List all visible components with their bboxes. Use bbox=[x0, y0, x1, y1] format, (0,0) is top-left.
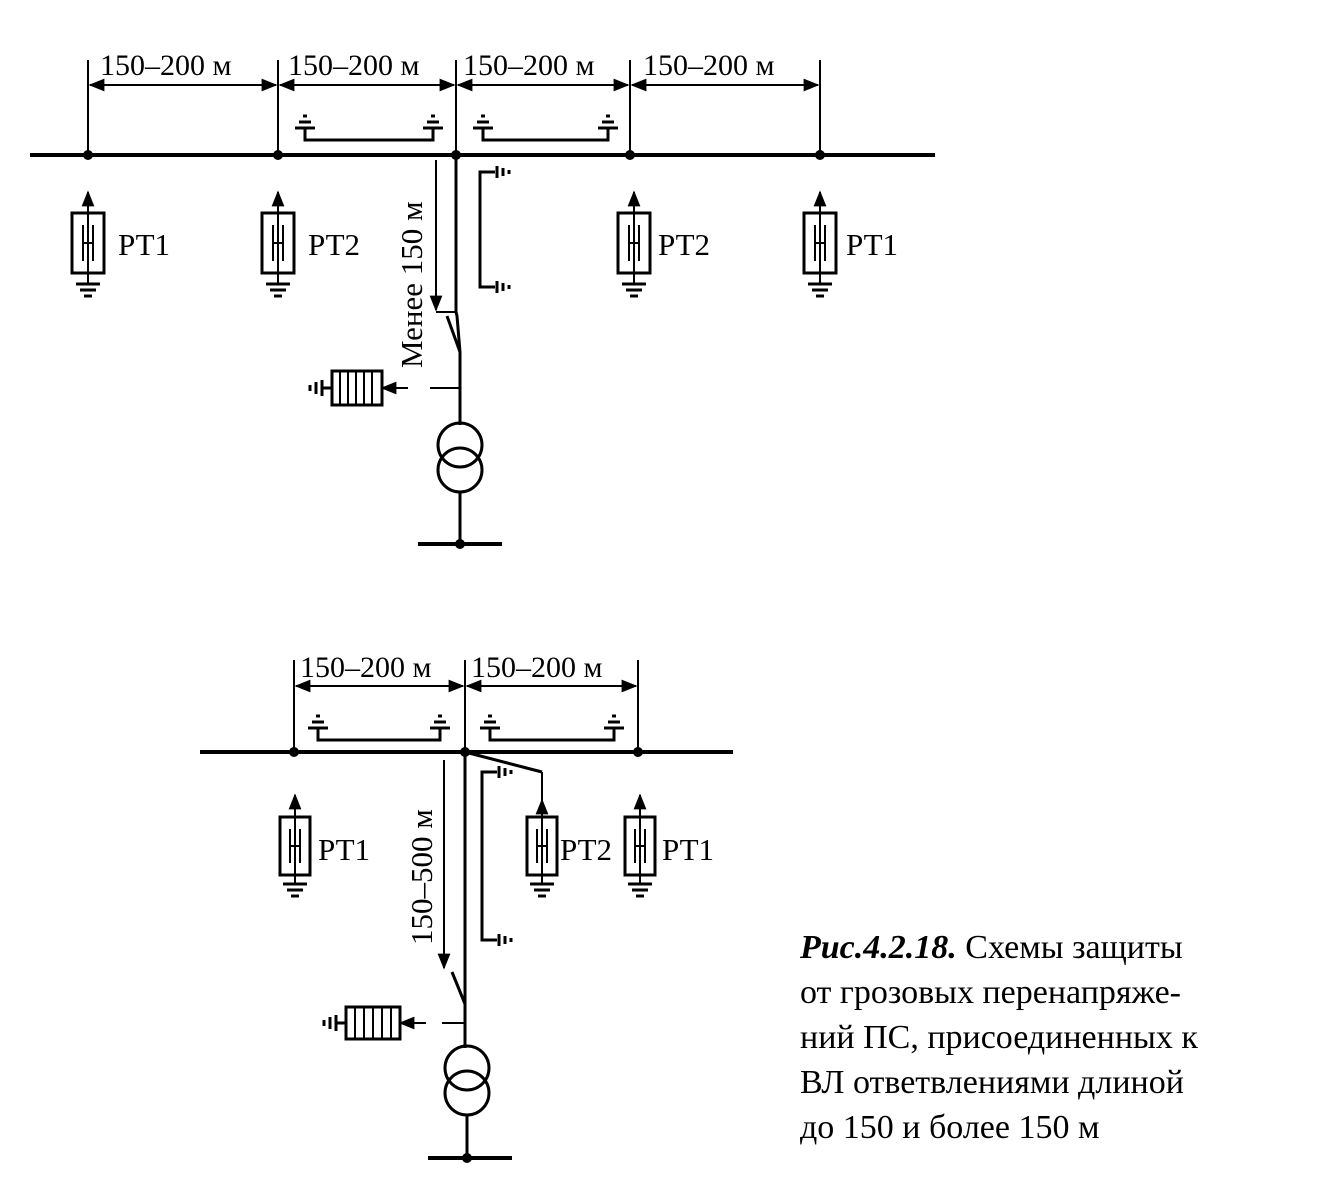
top-arrester-1 bbox=[70, 190, 106, 298]
top-branch-length-label: Менее 150 м bbox=[394, 201, 429, 368]
top-arrester-3 bbox=[616, 190, 652, 298]
bottom-branch-length-label: 150–500 м bbox=[404, 809, 439, 945]
bottom-arrester-label-3: РТ1 bbox=[662, 832, 714, 867]
top-arrester-label-4: РТ1 bbox=[846, 227, 898, 262]
bottom-transformer bbox=[428, 1015, 512, 1163]
top-branch-ground-cable bbox=[478, 166, 511, 293]
bottom-span-label-1: 150–200 м bbox=[300, 651, 432, 684]
top-station-arrester bbox=[308, 369, 460, 407]
top-ground-wire-left bbox=[295, 114, 443, 142]
bottom-branch-ground-cable bbox=[480, 766, 513, 946]
top-span-label-2: 150–200 м bbox=[288, 49, 420, 82]
caption-line-5: до 150 и более 150 м bbox=[800, 1109, 1100, 1146]
top-branch bbox=[429, 155, 462, 420]
figure-number: Рис.4.2.18. bbox=[800, 929, 957, 966]
caption-line-2: от грозовых перенапряже- bbox=[800, 974, 1181, 1011]
bottom-dimension-extensions bbox=[293, 660, 639, 752]
caption-line-4: ВЛ ответвлениями длиной bbox=[800, 1064, 1184, 1101]
top-arrester-label-2: РТ2 bbox=[308, 227, 360, 262]
bottom-span-label-2: 150–200 м bbox=[471, 651, 603, 684]
top-arrester-label-1: РТ1 bbox=[118, 227, 170, 262]
top-arrester-label-3: РТ2 bbox=[658, 227, 710, 262]
bottom-scheme: 150–200 м 150–200 м bbox=[200, 651, 733, 1163]
top-dimension-extensions bbox=[87, 60, 821, 155]
figure-caption: Рис.4.2.18. Схемы защиты от грозовых пер… bbox=[800, 925, 1300, 1150]
bottom-line-nodes bbox=[289, 747, 643, 757]
top-span-label-3: 150–200 м bbox=[463, 49, 595, 82]
top-scheme: 150–200 м 150–200 м 150–200 м 150–200 м bbox=[30, 49, 935, 549]
bottom-arrester-label-1: РТ1 bbox=[318, 832, 370, 867]
caption-line-3: ний ПС, присоединенных к bbox=[800, 1019, 1198, 1056]
top-arrester-4 bbox=[802, 190, 838, 298]
bottom-arrester-2 bbox=[464, 750, 559, 898]
top-span-label-1: 150–200 м bbox=[100, 49, 232, 82]
caption-line-1: Схемы защиты bbox=[965, 929, 1183, 966]
bottom-arrester-3 bbox=[623, 793, 657, 898]
top-arrester-2 bbox=[260, 190, 296, 298]
bottom-ground-wire-right bbox=[480, 714, 624, 742]
bottom-arrester-1 bbox=[278, 793, 312, 898]
bottom-branch bbox=[437, 752, 467, 1015]
top-ground-wire-right bbox=[473, 114, 618, 142]
top-span-label-4: 150–200 м bbox=[643, 49, 775, 82]
top-transformer bbox=[418, 388, 502, 549]
bottom-station-arrester bbox=[322, 1005, 465, 1041]
top-line-nodes bbox=[83, 150, 825, 160]
bottom-ground-wire-left bbox=[308, 714, 450, 742]
bottom-arrester-label-2: РТ2 bbox=[560, 832, 612, 867]
